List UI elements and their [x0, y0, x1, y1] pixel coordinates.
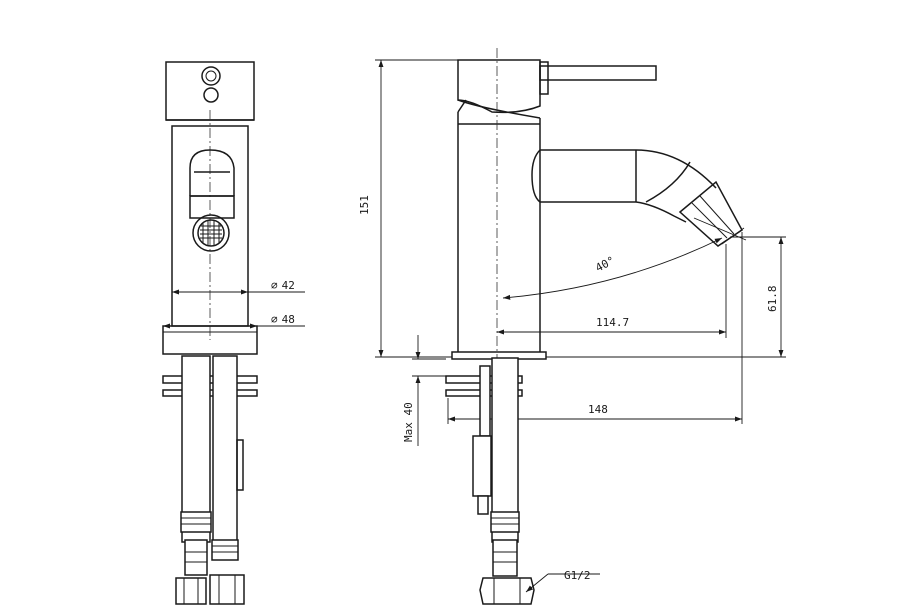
dim-spout-height-label: 61.8: [766, 286, 779, 313]
side-hex-nut: [479, 577, 535, 605]
thread-label: G1/2: [564, 569, 591, 582]
front-control-knob-lower: [203, 87, 219, 103]
side-lever: [539, 65, 657, 81]
front-hex-nut-left: [175, 577, 207, 605]
front-hose-right: [212, 355, 238, 543]
front-hex-nut-right: [209, 574, 245, 605]
dim-dia-42-label: ∅42: [271, 279, 295, 292]
dim-angle-label: 40°: [593, 254, 617, 275]
front-control-knob-upper: [201, 66, 221, 86]
side-view: 40° 151 114.7 61.8 148 Max 40: [358, 48, 786, 605]
dim-dia-48-label: ∅48: [271, 313, 295, 326]
dim-reach-spout-label: 114.7: [596, 316, 629, 329]
dim-height-label: 151: [358, 195, 371, 215]
dim-angle-arc: [502, 237, 723, 300]
dim-reach-total-label: 148: [588, 403, 608, 416]
side-cartridge-cap: [457, 59, 541, 114]
side-shank: [479, 365, 491, 437]
front-aerator: [192, 214, 230, 252]
front-hose-left: [181, 355, 211, 543]
side-spout: [531, 149, 687, 223]
dim-max-deck-label: Max 40: [402, 402, 415, 442]
front-spout: [189, 149, 235, 196]
front-view: ∅42 ∅48: [162, 61, 305, 605]
side-body: [457, 112, 541, 352]
